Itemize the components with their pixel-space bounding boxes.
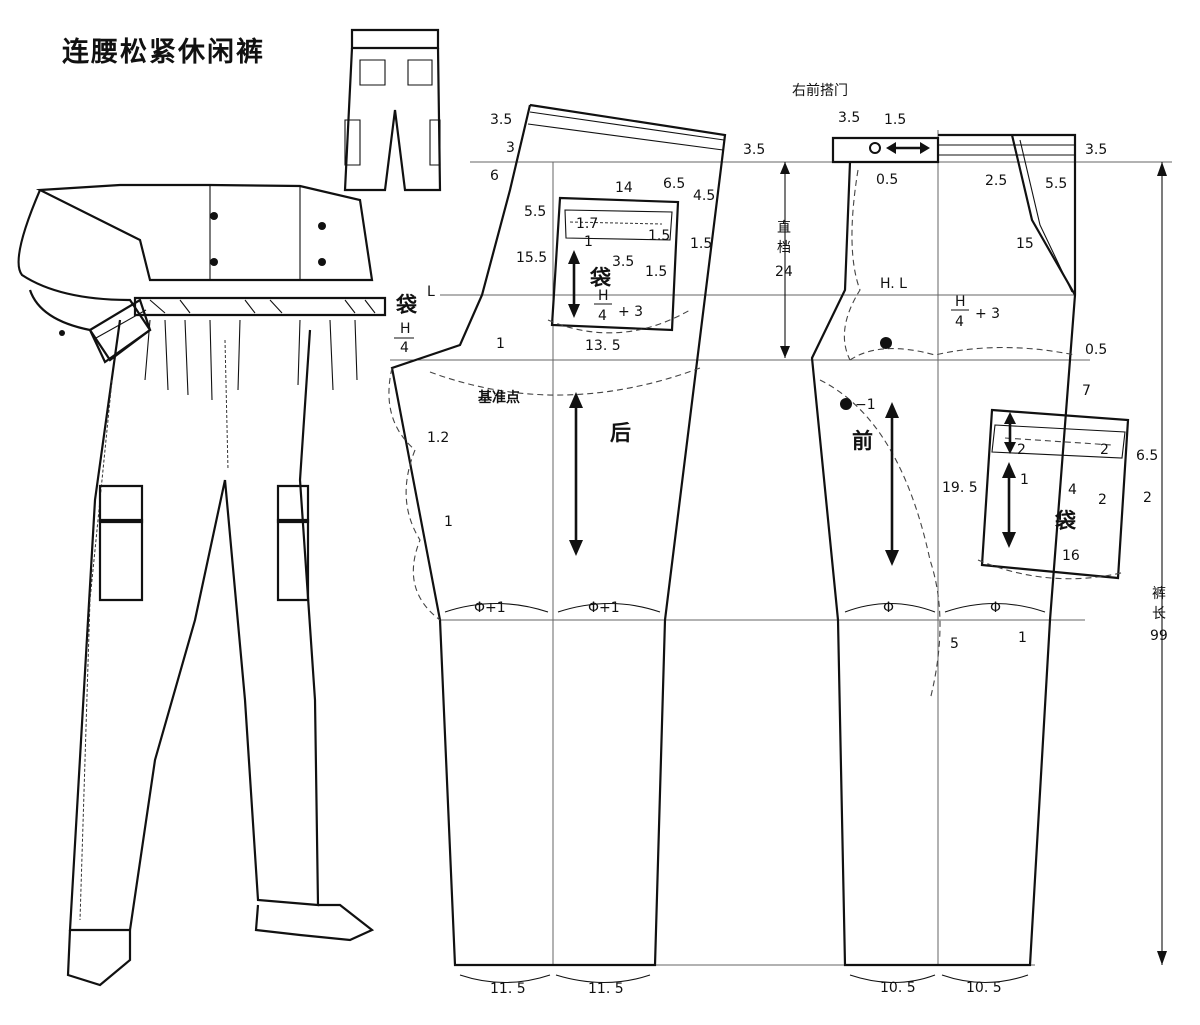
front-dim-3-5-right: 3.5 bbox=[1085, 142, 1107, 158]
phi-plus-1-back-left: Φ+1 bbox=[474, 600, 506, 616]
back-dim-1-a: 1 bbox=[584, 234, 593, 250]
phi-plus-1-back-right: Φ+1 bbox=[588, 600, 620, 616]
front-dim-3-5-top: 3.5 bbox=[838, 110, 860, 126]
dimension-lines bbox=[444, 162, 1167, 984]
front-hem-left: 10. 5 bbox=[880, 980, 916, 996]
front-h-numerator: H bbox=[955, 294, 966, 310]
side-h-numerator: H bbox=[400, 321, 411, 337]
back-dim-1-5-c: 1.5 bbox=[645, 264, 667, 280]
front-dim-16: 16 bbox=[1062, 548, 1080, 564]
back-dim-1-2: 1.2 bbox=[427, 430, 449, 446]
trousers-length-label-2: 长 bbox=[1152, 606, 1166, 622]
back-dim-1-c: 1 bbox=[444, 514, 453, 530]
back-piece bbox=[388, 103, 727, 967]
crotch-depth-label-2: 档 bbox=[777, 240, 791, 256]
front-pocket-label: 袋 bbox=[1054, 509, 1077, 533]
side-h-denominator: 4 bbox=[400, 340, 409, 356]
front-dim-0-5-top: 0.5 bbox=[876, 172, 898, 188]
crotch-depth-label-1: 直 bbox=[777, 219, 791, 236]
back-dim-6-5: 6.5 bbox=[663, 176, 685, 192]
back-dim-1-7: 1.7 bbox=[576, 216, 598, 232]
trousers-length-value: 99 bbox=[1150, 628, 1168, 644]
front-dim-6-5: 6.5 bbox=[1136, 448, 1158, 464]
back-dim-3-5-top: 3.5 bbox=[490, 112, 512, 128]
figure-illustration bbox=[17, 28, 442, 987]
front-dim-1-5: 1.5 bbox=[884, 112, 906, 128]
pattern-grid bbox=[390, 130, 1172, 966]
front-dim-2-5: 2.5 bbox=[985, 173, 1007, 189]
back-label: 后 bbox=[610, 421, 631, 445]
l-mark: L bbox=[427, 284, 435, 300]
front-dim-2-a: 2 bbox=[1017, 442, 1026, 458]
trousers-length-label-1: 裤 bbox=[1152, 586, 1166, 602]
back-dim-3: 3 bbox=[506, 140, 515, 156]
base-point-label: 基准点 bbox=[478, 389, 520, 406]
front-dim-0-5-right: 0.5 bbox=[1085, 342, 1107, 358]
back-dim-3-5-c: 3.5 bbox=[612, 254, 634, 270]
front-dim-19-5: 19. 5 bbox=[942, 480, 978, 496]
back-dim-5-5: 5.5 bbox=[524, 204, 546, 220]
hip-line-label: H. L bbox=[880, 276, 907, 292]
front-dim-2-b: 2 bbox=[1100, 442, 1109, 458]
side-pocket-label: 袋 bbox=[395, 293, 418, 317]
back-h-denominator: 4 bbox=[598, 308, 607, 324]
label-layer: 右前搭门 基准点 后 前 袋 袋 袋 直 档 24 H. L 裤 长 99 H … bbox=[394, 82, 1168, 997]
front-dim-2-c: 2 bbox=[1098, 492, 1107, 508]
back-hem-right: 11. 5 bbox=[588, 981, 624, 997]
front-h-denominator: 4 bbox=[955, 314, 964, 330]
front-dim-2-d: 2 bbox=[1143, 490, 1152, 506]
back-dim-1-5-a: 1.5 bbox=[648, 228, 670, 244]
back-dim-14: 14 bbox=[615, 180, 633, 196]
front-piece bbox=[810, 133, 1130, 967]
back-dim-3-5-right: 3.5 bbox=[743, 142, 765, 158]
front-dim-1-b: 1 bbox=[1018, 630, 1027, 646]
front-dim-7: 7 bbox=[1082, 383, 1091, 399]
right-front-overlap-label: 右前搭门 bbox=[792, 82, 848, 99]
front-dim-minus-1: −1 bbox=[855, 397, 876, 413]
phi-front-right: Φ bbox=[990, 600, 1001, 616]
back-dim-15-5: 15.5 bbox=[516, 250, 547, 266]
back-plus3: + 3 bbox=[618, 304, 643, 320]
back-h-numerator: H bbox=[598, 288, 609, 304]
front-dim-5: 5 bbox=[950, 636, 959, 652]
front-dim-4: 4 bbox=[1068, 482, 1077, 498]
page-title: 连腰松紧休闲裤 bbox=[62, 37, 265, 68]
front-plus3: + 3 bbox=[975, 306, 1000, 322]
front-dim-1: 1 bbox=[1020, 472, 1029, 488]
back-dim-1-5-b: 1.5 bbox=[690, 236, 712, 252]
front-dim-15: 15 bbox=[1016, 236, 1034, 252]
back-pocket-label: 袋 bbox=[589, 266, 612, 290]
back-dim-13-5: 13. 5 bbox=[585, 338, 621, 354]
back-dim-1-b: 1 bbox=[496, 336, 505, 352]
crotch-depth-value: 24 bbox=[775, 264, 793, 280]
back-hem-left: 11. 5 bbox=[490, 981, 526, 997]
back-dim-6: 6 bbox=[490, 168, 499, 184]
phi-front-left: Φ bbox=[883, 600, 894, 616]
front-label: 前 bbox=[852, 429, 873, 453]
back-dim-4-5: 4.5 bbox=[693, 188, 715, 204]
front-dim-5-5: 5.5 bbox=[1045, 176, 1067, 192]
front-hem-right: 10. 5 bbox=[966, 980, 1002, 996]
